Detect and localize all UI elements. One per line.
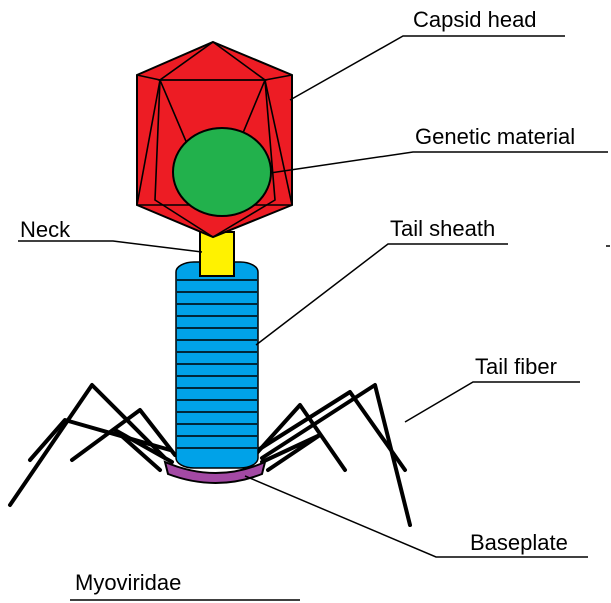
label-genetic-material: Genetic material xyxy=(415,124,575,149)
label-tail-fiber: Tail fiber xyxy=(475,354,557,379)
label-neck: Neck xyxy=(20,217,71,242)
label-baseplate: Baseplate xyxy=(470,530,568,555)
label-tail-sheath: Tail sheath xyxy=(390,216,495,241)
leader-neck xyxy=(18,241,202,252)
leader-lines xyxy=(18,36,610,600)
leader-tail-sheath xyxy=(256,244,508,345)
leader-tail-fiber xyxy=(405,382,580,422)
label-capsid-head: Capsid head xyxy=(413,7,537,32)
leader-capsid-head xyxy=(290,36,565,100)
genetic-material xyxy=(173,128,271,216)
caption: Myoviridae xyxy=(75,570,181,595)
neck xyxy=(200,232,234,276)
leader-genetic-material xyxy=(270,152,608,173)
tail-fiber-right-2 xyxy=(258,392,405,470)
tail-sheath xyxy=(176,262,258,468)
